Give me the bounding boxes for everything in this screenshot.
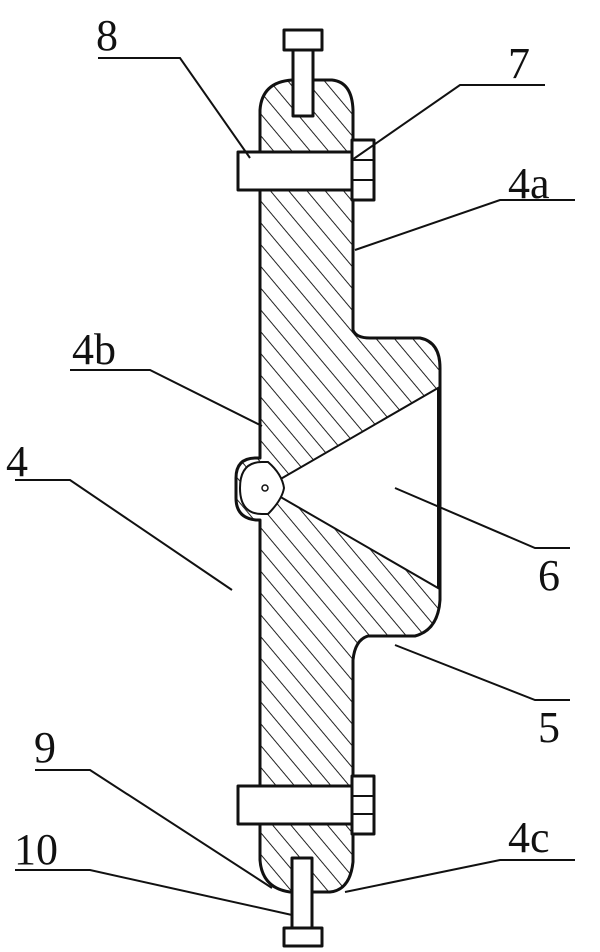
top-bolt-head [282,28,324,52]
label-10: 10 [14,825,58,874]
top-bolt-shank [291,48,315,118]
leader-4 [15,479,233,591]
leader-6 [394,487,570,549]
leader-4a [354,199,575,251]
label-4a: 4a [508,159,550,208]
leader-10 [15,869,293,916]
leader-4b [70,369,263,427]
leader-8 [98,57,251,159]
label-5: 5 [538,703,560,752]
label-4: 4 [6,437,28,486]
label-4c: 4c [508,813,550,862]
bottom-clamp-strap [236,784,354,826]
label-6: 6 [538,551,560,600]
bottom-nut [350,774,376,836]
pivot-point [261,484,269,492]
leader-9 [35,769,273,889]
leader-5 [394,644,570,701]
label-7: 7 [508,39,530,88]
bottom-bolt-head [282,926,324,948]
leader-4c [344,859,575,893]
label-4b: 4b [72,325,116,374]
top-clamp-strap [236,150,354,192]
bottom-bolt-shank [290,856,314,932]
triangular-cavity [263,386,439,590]
label-9: 9 [34,723,56,772]
top-nut [350,138,376,202]
label-8: 8 [96,11,118,60]
leader-7 [351,84,545,161]
